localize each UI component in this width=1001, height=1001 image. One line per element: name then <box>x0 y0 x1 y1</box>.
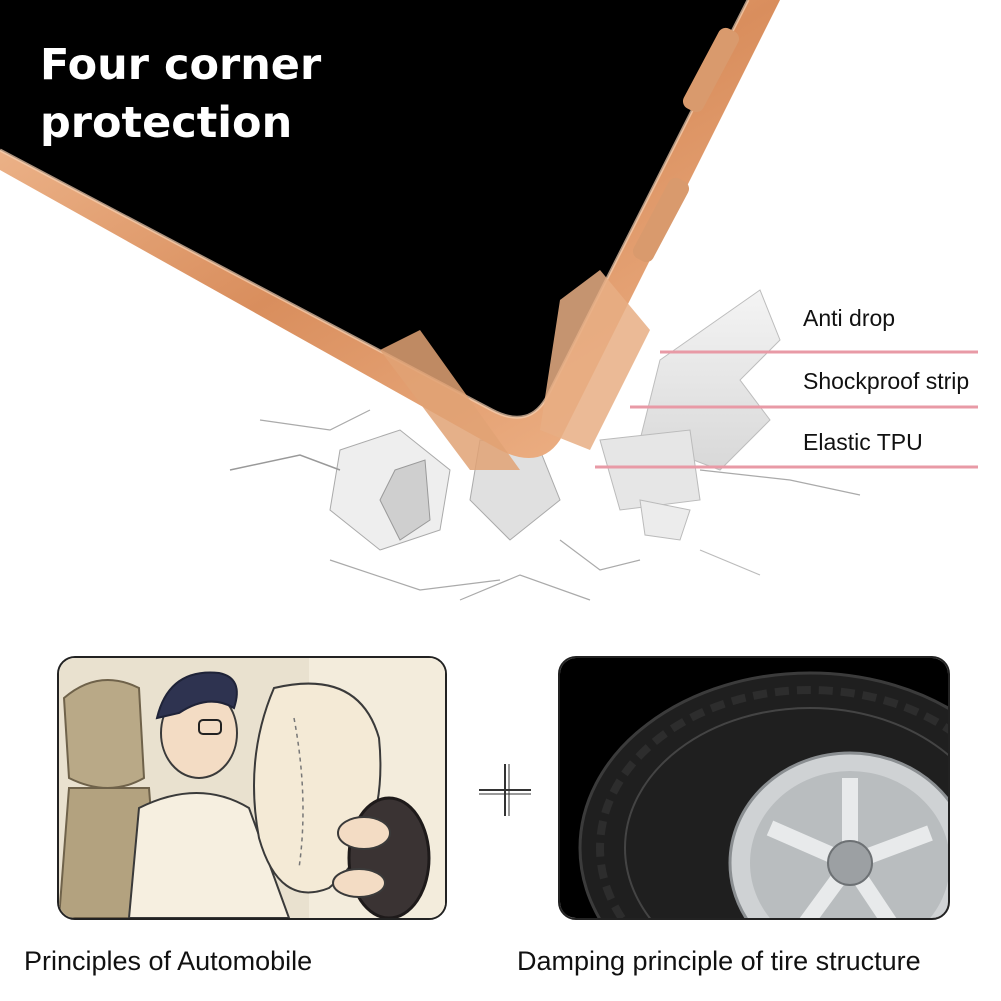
page-title: Four corner protection <box>40 36 321 152</box>
airbag-illustration-panel <box>57 656 447 920</box>
tire-photo-panel <box>558 656 950 920</box>
hero-illustration: Four corner protection Anti drop Shockpr… <box>0 0 978 601</box>
feature-label-elastic-tpu: Elastic TPU <box>803 429 923 455</box>
callout-lines <box>595 350 978 469</box>
caption-automobile: Principles of Automobile <box>24 946 313 976</box>
phone-with-case <box>0 0 780 470</box>
airbag-illustration <box>59 658 445 918</box>
title-line-2: protection <box>40 98 293 148</box>
plus-icon <box>479 764 531 816</box>
phone-corner-illustration <box>0 0 978 601</box>
feature-label-anti-drop: Anti drop <box>803 305 896 331</box>
title-line-1: Four corner <box>40 40 322 90</box>
cracked-wall <box>229 289 861 601</box>
tire-photo <box>560 658 948 918</box>
caption-tire-structure: Damping principle of tire structure <box>517 946 921 976</box>
feature-label-shockproof-strip: Shockproof strip <box>803 368 970 394</box>
